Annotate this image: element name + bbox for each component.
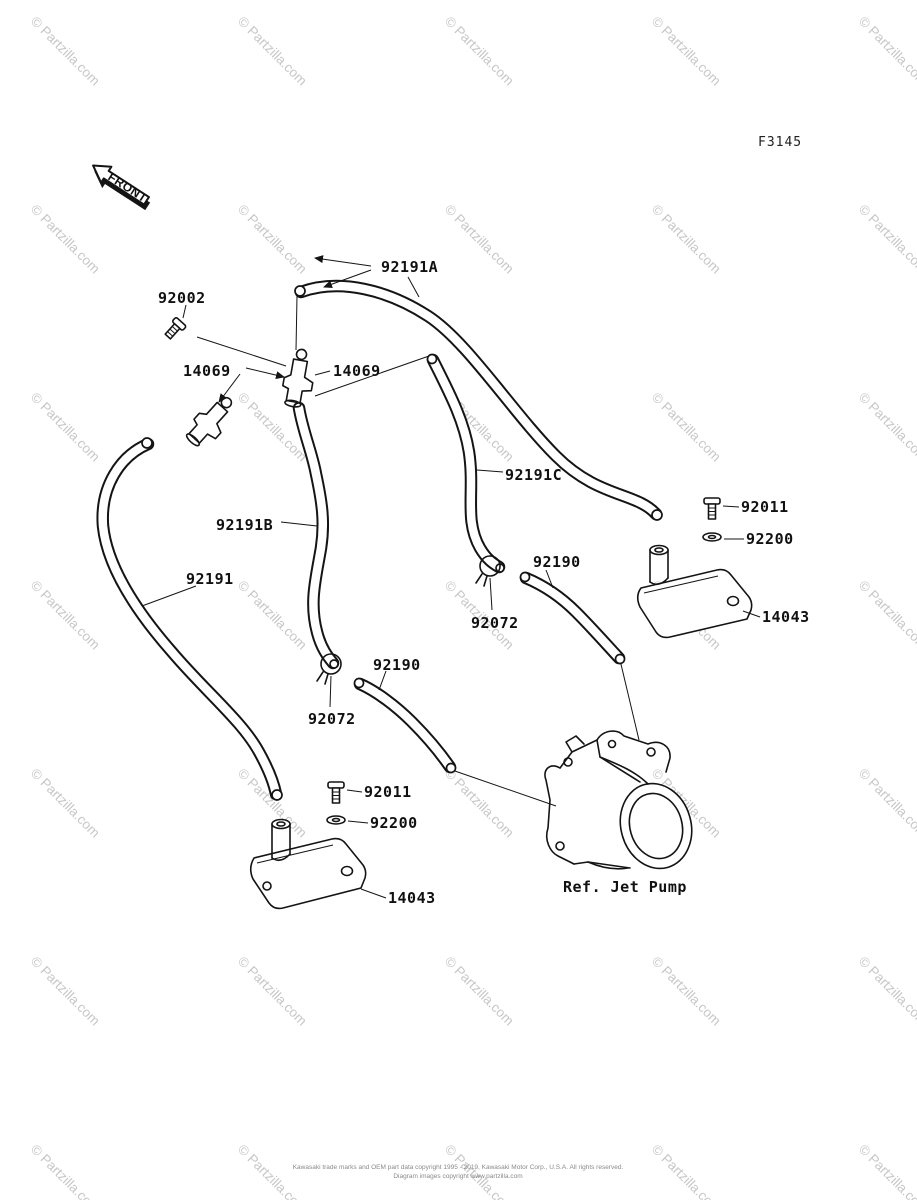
watermark-text: © Partzilla.com bbox=[442, 954, 517, 1029]
callouts: 92191A 92002 14069 14069 92191C 92191B 9… bbox=[158, 258, 810, 907]
watermark-text: © Partzilla.com bbox=[28, 954, 103, 1029]
hose-end-caps bbox=[141, 285, 663, 801]
callout-92200-left: 92200 bbox=[370, 814, 418, 832]
callout-92072-lower: 92072 bbox=[308, 710, 356, 728]
callout-92191b: 92191B bbox=[216, 516, 273, 534]
fitting-14069-lower bbox=[185, 396, 233, 447]
watermark-text: © Partzilla.com bbox=[28, 578, 103, 653]
callout-ref-jet-pump: Ref. Jet Pump bbox=[563, 878, 687, 896]
watermark-text: © Partzilla.com bbox=[235, 14, 310, 89]
watermark-text: © Partzilla.com bbox=[856, 1142, 917, 1200]
figure-code: F3145 bbox=[758, 135, 802, 150]
callout-92002: 92002 bbox=[158, 289, 206, 307]
callout-14069-right: 14069 bbox=[333, 362, 381, 380]
callout-92191: 92191 bbox=[186, 570, 234, 588]
callout-92072-upper: 92072 bbox=[471, 614, 519, 632]
leader-lines bbox=[141, 255, 761, 899]
watermark-text: © Partzilla.com bbox=[442, 14, 517, 89]
watermark-text: © Partzilla.com bbox=[649, 390, 724, 465]
bracket-14043-right bbox=[636, 544, 753, 639]
watermark-text: © Partzilla.com bbox=[28, 202, 103, 277]
callout-92011-right: 92011 bbox=[741, 498, 789, 516]
assembly-lines bbox=[196, 295, 640, 807]
watermark-text: © Partzilla.com bbox=[649, 202, 724, 277]
watermark-text: © Partzilla.com bbox=[442, 766, 517, 841]
callout-92190-left: 92190 bbox=[373, 656, 421, 674]
watermark-text: © Partzilla.com bbox=[28, 14, 103, 89]
callout-92190-right: 92190 bbox=[533, 553, 581, 571]
hose-92191b bbox=[292, 401, 340, 670]
watermark-text: © Partzilla.com bbox=[28, 766, 103, 841]
watermark-text: © Partzilla.com bbox=[856, 14, 917, 89]
callout-14043-right: 14043 bbox=[762, 608, 810, 626]
bolt-92011-left bbox=[327, 781, 345, 804]
hose-92191c bbox=[426, 353, 506, 574]
watermark-text: © Partzilla.com bbox=[28, 1142, 103, 1200]
footer-line-2: Diagram images copyright www.partzilla.c… bbox=[393, 1173, 522, 1180]
washer-92200-right bbox=[702, 532, 722, 542]
watermark-text: © Partzilla.com bbox=[856, 202, 917, 277]
hose-92190-left bbox=[353, 677, 457, 774]
bolt-92011-right bbox=[703, 497, 721, 520]
footer: Kawasaki trade marks and OEM part data c… bbox=[293, 1164, 624, 1180]
callout-92191a: 92191A bbox=[381, 258, 438, 276]
hose-92191a bbox=[294, 279, 663, 521]
watermark-layer: © Partzilla.com © Partzilla.com © Partzill… bbox=[28, 14, 917, 1200]
callout-14043-left: 14043 bbox=[388, 889, 436, 907]
callout-14069-left: 14069 bbox=[183, 362, 231, 380]
watermark-text: © Partzilla.com bbox=[235, 578, 310, 653]
watermark-text: © Partzilla.com bbox=[649, 1142, 724, 1200]
watermark-text: © Partzilla.com bbox=[856, 954, 917, 1029]
bracket-14043-left bbox=[249, 818, 367, 910]
watermark-text: © Partzilla.com bbox=[235, 202, 310, 277]
watermark-text: © Partzilla.com bbox=[649, 954, 724, 1029]
footer-line-1: Kawasaki trade marks and OEM part data c… bbox=[293, 1164, 624, 1171]
clamp-92072-upper bbox=[475, 555, 501, 587]
watermark-text: © Partzilla.com bbox=[649, 14, 724, 89]
jet-pump-drawing bbox=[544, 730, 693, 870]
watermark-text: © Partzilla.com bbox=[856, 578, 917, 653]
hose-92191 bbox=[96, 437, 283, 801]
fitting-14069-upper bbox=[282, 348, 314, 408]
screw-92002 bbox=[164, 317, 187, 340]
callout-92011-left: 92011 bbox=[364, 783, 412, 801]
callout-92200-right: 92200 bbox=[746, 530, 794, 548]
callout-92191c: 92191C bbox=[505, 466, 562, 484]
washer-92200-left bbox=[326, 815, 346, 825]
watermark-text: © Partzilla.com bbox=[28, 390, 103, 465]
hose-92190-right bbox=[519, 571, 626, 665]
clamp-92072-lower bbox=[316, 653, 342, 685]
watermark-text: © Partzilla.com bbox=[856, 390, 917, 465]
watermark-text: © Partzilla.com bbox=[856, 766, 917, 841]
watermark-text: © Partzilla.com bbox=[442, 202, 517, 277]
watermark-text: © Partzilla.com bbox=[235, 954, 310, 1029]
front-arrow: FRONT bbox=[92, 164, 151, 211]
